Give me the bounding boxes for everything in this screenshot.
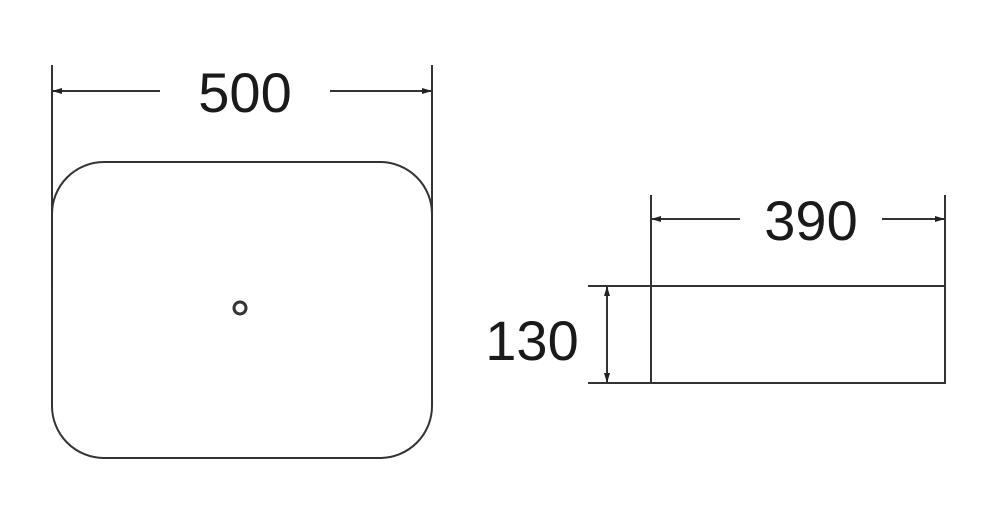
basin-side-outline: [650, 285, 946, 384]
drain-hole: [232, 300, 248, 316]
basin-top-outline: [51, 161, 433, 459]
height-dimension-label: 130: [485, 309, 578, 372]
depth-dimension-label: 390: [764, 189, 857, 252]
width-dimension-label: 500: [198, 61, 291, 124]
